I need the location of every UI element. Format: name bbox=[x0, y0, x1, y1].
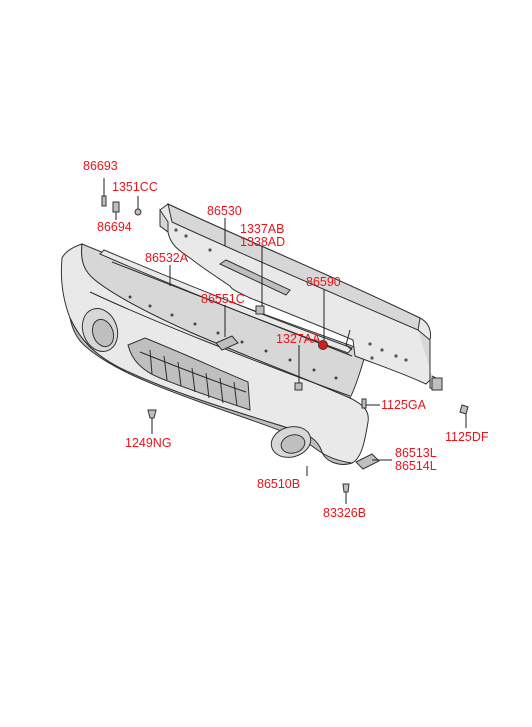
label-1327aa: 1327AA bbox=[276, 332, 321, 346]
label-1125ga: 1125GA bbox=[381, 398, 426, 412]
clip-86513l bbox=[355, 453, 380, 470]
label-86551c: 86551C bbox=[201, 292, 245, 306]
bumper-cover bbox=[60, 243, 369, 465]
label-1125df: 1125DF bbox=[445, 430, 489, 444]
label-86532a: 86532A bbox=[145, 251, 189, 265]
label-86510b: 86510B bbox=[257, 477, 301, 491]
label-86693: 86693 bbox=[83, 159, 118, 173]
label-1337ab: 1337AB bbox=[240, 222, 285, 236]
label-86590: 86590 bbox=[306, 275, 341, 289]
fasteners bbox=[101, 195, 469, 493]
label-86694: 86694 bbox=[97, 220, 132, 234]
reinforcement-beam bbox=[159, 203, 443, 391]
label-1249ng: 1249NG bbox=[125, 436, 172, 450]
leader-lines bbox=[103, 178, 467, 504]
label-1338ad: 1338AD bbox=[240, 235, 286, 249]
label-1351cc: 1351CC bbox=[112, 180, 158, 194]
label-86514l: 86514L bbox=[395, 459, 437, 473]
label-86513l: 86513L bbox=[395, 446, 437, 460]
label-83326b: 83326B bbox=[323, 506, 367, 520]
clip-86551c bbox=[215, 335, 239, 351]
label-86530: 86530 bbox=[207, 204, 242, 218]
